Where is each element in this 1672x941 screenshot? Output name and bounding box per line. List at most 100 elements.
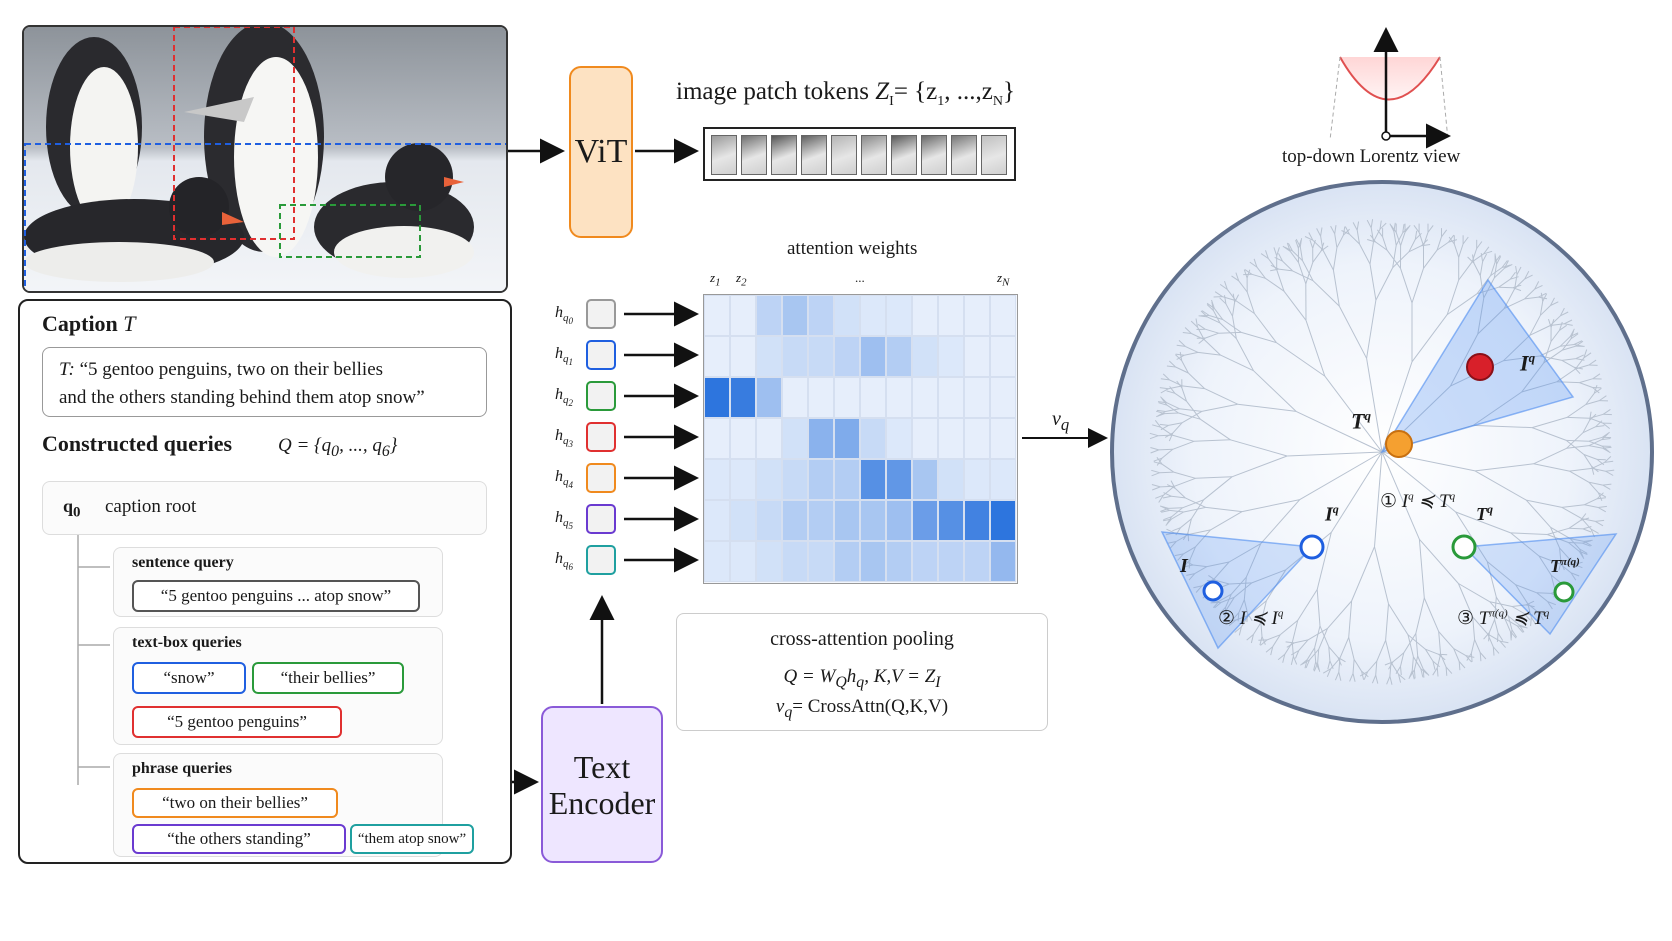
tree-branch [1195, 318, 1198, 328]
tree-branch [1376, 229, 1384, 238]
tree-branch [1538, 292, 1547, 298]
label-Tq-right: Tq [1476, 502, 1493, 524]
tree-branch [1408, 239, 1416, 253]
tree-branch [1214, 291, 1223, 298]
tree-branch [1284, 642, 1293, 655]
tree-branch [1193, 439, 1231, 442]
attention-cell [782, 459, 808, 500]
tree-branch [1427, 225, 1434, 233]
tree-branch [1260, 600, 1267, 623]
pooling-title: cross-attention pooling [770, 628, 954, 650]
tree-branch [1292, 656, 1298, 665]
tree-branch [1568, 558, 1577, 564]
tree-branch [1294, 639, 1309, 644]
vit-label: ViT [574, 133, 628, 170]
tree-branch [1305, 659, 1310, 669]
tree-branch [1276, 342, 1326, 377]
attention-cell [808, 459, 834, 500]
tree-branch [1569, 328, 1575, 337]
tree-branch [1320, 227, 1323, 237]
tree-branch [1172, 422, 1183, 434]
tree-branch [1226, 597, 1235, 610]
tree-branch [1160, 378, 1170, 381]
tree-branch [1233, 582, 1253, 598]
tree-branch [1487, 633, 1501, 642]
cone-I [1160, 531, 1314, 650]
tree-branch [1161, 509, 1170, 513]
tree-branch [1417, 655, 1424, 670]
tree-branch [1169, 386, 1176, 394]
tree-branch [1195, 529, 1211, 548]
tree-branch [1241, 331, 1277, 344]
tree-branch [1496, 633, 1499, 642]
tree-branch [1237, 612, 1240, 622]
tree-branch [1151, 484, 1161, 488]
tree-branch [1540, 292, 1544, 302]
tree-branch [1176, 354, 1185, 360]
tree-branch [1493, 264, 1498, 278]
tree-branch [1497, 632, 1504, 641]
tree-branch [1511, 606, 1525, 614]
attention-cell [912, 418, 938, 459]
tree-branch [1582, 542, 1591, 547]
tree-branch [1352, 659, 1355, 674]
tree-branch [1570, 333, 1579, 340]
tree-branch [1592, 387, 1600, 394]
tree-branch [1290, 656, 1294, 666]
attention-cell [782, 500, 808, 541]
tree-branch [1289, 250, 1299, 263]
tree-branch [1278, 268, 1293, 272]
pooling-eq1: Q = WQhq, K,V = ZI [783, 666, 941, 691]
tree-branch [1181, 360, 1189, 374]
tree-branch [1161, 448, 1174, 459]
vit-block: ViT [569, 66, 633, 238]
tree-branch [1316, 532, 1332, 590]
tree-branch [1343, 228, 1350, 236]
tree-branch [1205, 332, 1219, 339]
tree-branch [1219, 297, 1227, 305]
tree-branch [1483, 246, 1490, 255]
attention-cell [834, 459, 860, 500]
phrase-query-group: phrase queries “two on their bellies” “t… [113, 753, 474, 857]
attention-cell [704, 500, 730, 541]
tree-branch [1272, 634, 1281, 647]
tree-branch [1412, 656, 1422, 669]
tree-branch [1570, 572, 1580, 577]
tree-branch [1224, 607, 1227, 616]
tree-branch [1386, 676, 1391, 685]
tree-branch [1504, 618, 1511, 632]
tree-branch [1356, 230, 1360, 245]
tree-branch [1158, 402, 1168, 406]
tree-branch [1584, 498, 1598, 506]
tree-branch [1235, 272, 1240, 281]
tree-branch [1465, 655, 1472, 663]
tree-branch [1414, 232, 1422, 240]
tree-branch [1453, 648, 1460, 662]
tree-branch [1404, 225, 1411, 233]
tree-branch [1187, 372, 1205, 389]
tree-branch [1595, 519, 1605, 522]
tree-branch [1245, 543, 1262, 578]
tree-branch [1366, 358, 1383, 453]
attention-cell [756, 459, 782, 500]
tree-branch [1158, 494, 1164, 503]
tree-branch [1210, 511, 1243, 531]
tree-branch [1579, 548, 1588, 554]
tree-branch [1422, 668, 1430, 676]
caption-title: Caption T [42, 311, 136, 336]
tree-branch [1584, 504, 1599, 508]
tree-branch [1583, 454, 1593, 467]
tree-branch [1559, 563, 1572, 574]
patch-token [771, 135, 797, 175]
hq-vector [586, 422, 616, 452]
attention-cell [990, 500, 1016, 541]
tree-branch [1509, 271, 1516, 280]
tree-branch [1386, 249, 1401, 269]
tree-branch [1432, 660, 1436, 670]
tree-branch [1473, 262, 1481, 276]
tree-branch [1408, 670, 1413, 679]
tree-branch [1246, 291, 1255, 314]
tree-branch [1295, 238, 1301, 248]
attention-cell [756, 336, 782, 377]
tree-branch [1324, 375, 1383, 453]
